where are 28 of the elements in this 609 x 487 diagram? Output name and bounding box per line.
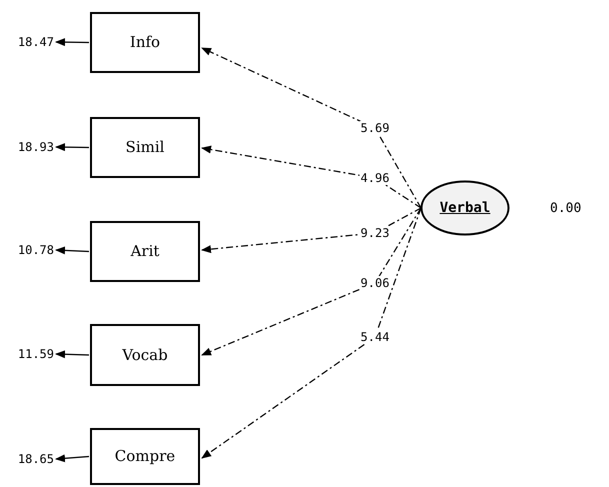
observed-variable-box: Info (90, 12, 200, 73)
node-label: Verbal (440, 198, 490, 218)
observed-variable-box: Simil (90, 117, 200, 178)
arrow (55, 246, 90, 254)
edge-label: 4.96 (360, 171, 390, 185)
arrow (201, 208, 422, 459)
arrow (55, 143, 89, 152)
edge-label: 5.44 (360, 330, 390, 344)
error-variance-value: 10.78 (6, 242, 54, 258)
variance-value: 0.00 (550, 200, 582, 218)
arrow (201, 146, 422, 208)
arrow (201, 208, 422, 356)
arrow (55, 454, 90, 462)
error-variance-value: 18.47 (6, 34, 54, 50)
arrow (55, 350, 90, 358)
observed-variable-box: Vocab (90, 324, 200, 386)
arrow (55, 38, 89, 46)
error-variance-value: 18.65 (6, 451, 54, 467)
observed-variable-box: Arit (90, 221, 200, 282)
arrow (201, 47, 422, 208)
latent-variable-ellipse (420, 180, 510, 236)
edge-label: 9.23 (360, 226, 390, 240)
observed-variable-box: Compre (90, 428, 200, 485)
edge-label: 9.06 (360, 276, 390, 290)
arrow (201, 207, 422, 254)
edge-label: 5.69 (360, 121, 390, 135)
error-variance-value: 18.93 (6, 139, 54, 155)
error-variance-value: 11.59 (6, 346, 54, 362)
